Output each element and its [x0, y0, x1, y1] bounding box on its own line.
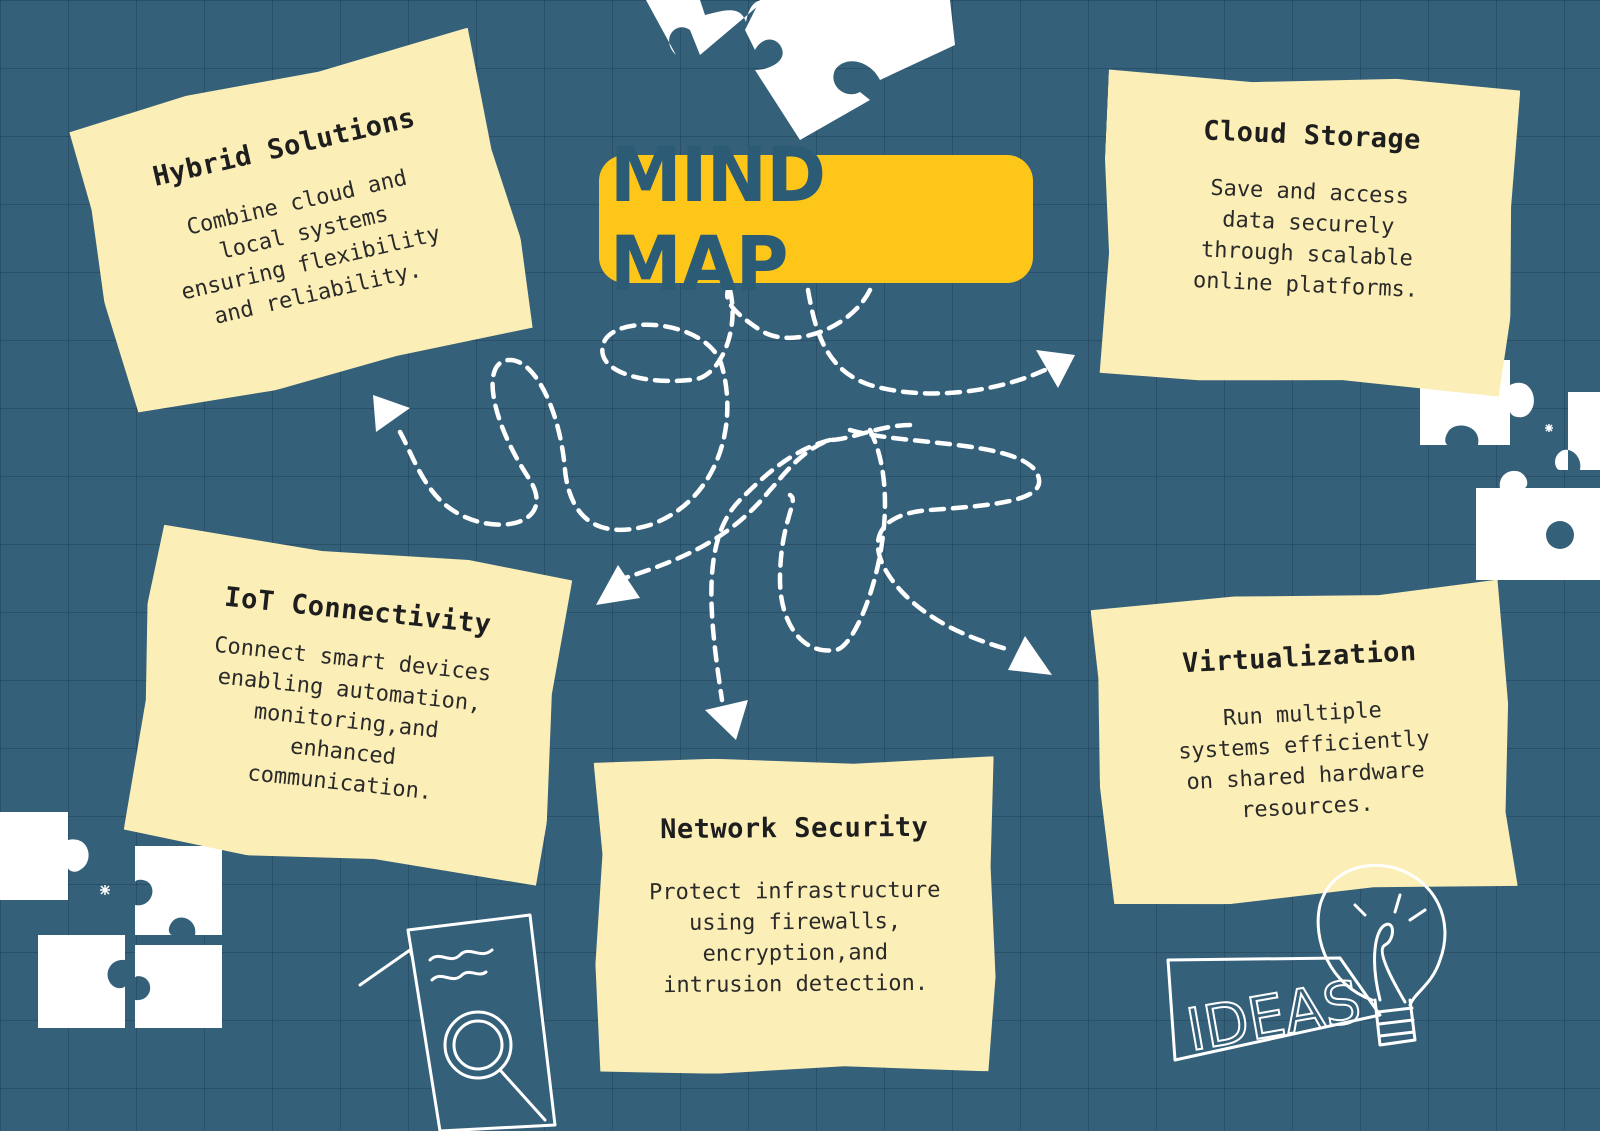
puzzle-icon — [0, 812, 222, 1028]
connector-cloud — [725, 287, 1048, 396]
arrowhead — [373, 395, 410, 432]
arrowhead — [1036, 350, 1075, 388]
connector-virtual — [847, 427, 1042, 653]
arrowhead — [1008, 636, 1052, 675]
node-title: Virtualization — [1181, 636, 1418, 680]
arrowhead — [596, 565, 640, 605]
title-box: MIND MAP — [599, 130, 1033, 308]
puzzle-icon — [646, 0, 955, 140]
node-title: Cloud Storage — [1202, 115, 1422, 156]
connector-iot — [622, 422, 913, 581]
connector-network — [709, 437, 833, 703]
sparkle-icon — [100, 424, 1553, 895]
connector-hybrid — [397, 287, 735, 533]
node-title: Network Security — [660, 811, 929, 846]
page-title: MIND MAP — [609, 130, 826, 308]
arrowhead — [705, 700, 748, 740]
